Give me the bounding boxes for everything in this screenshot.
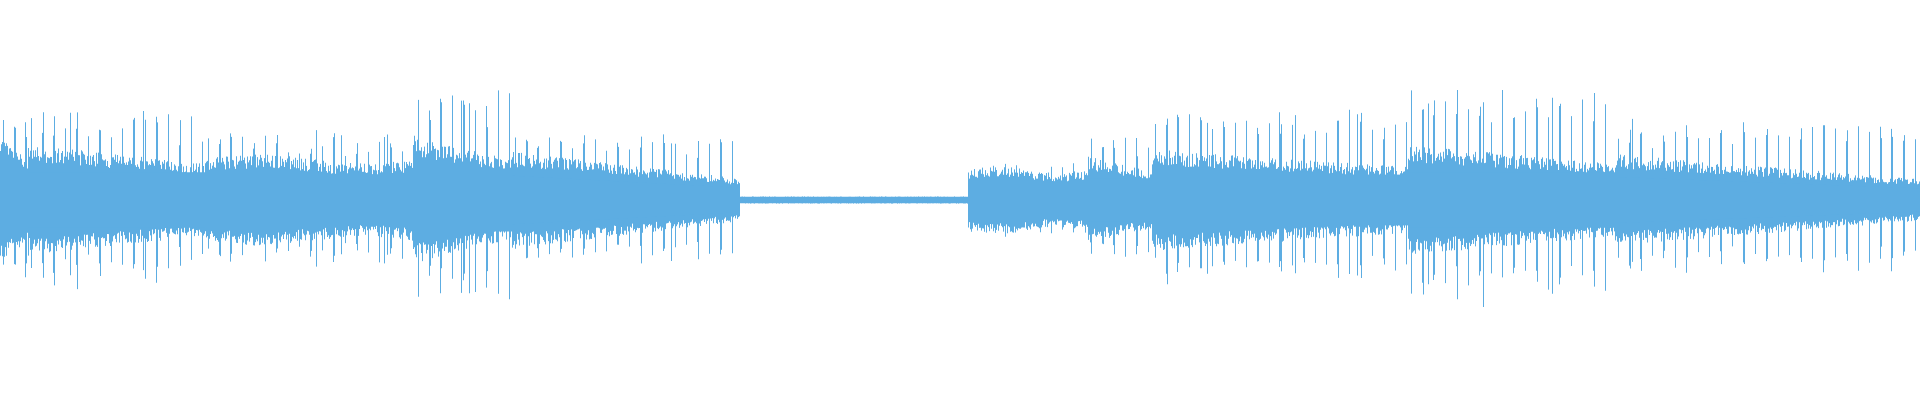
- waveform-core: [0, 168, 1920, 232]
- waveform-bars: [0, 90, 1920, 307]
